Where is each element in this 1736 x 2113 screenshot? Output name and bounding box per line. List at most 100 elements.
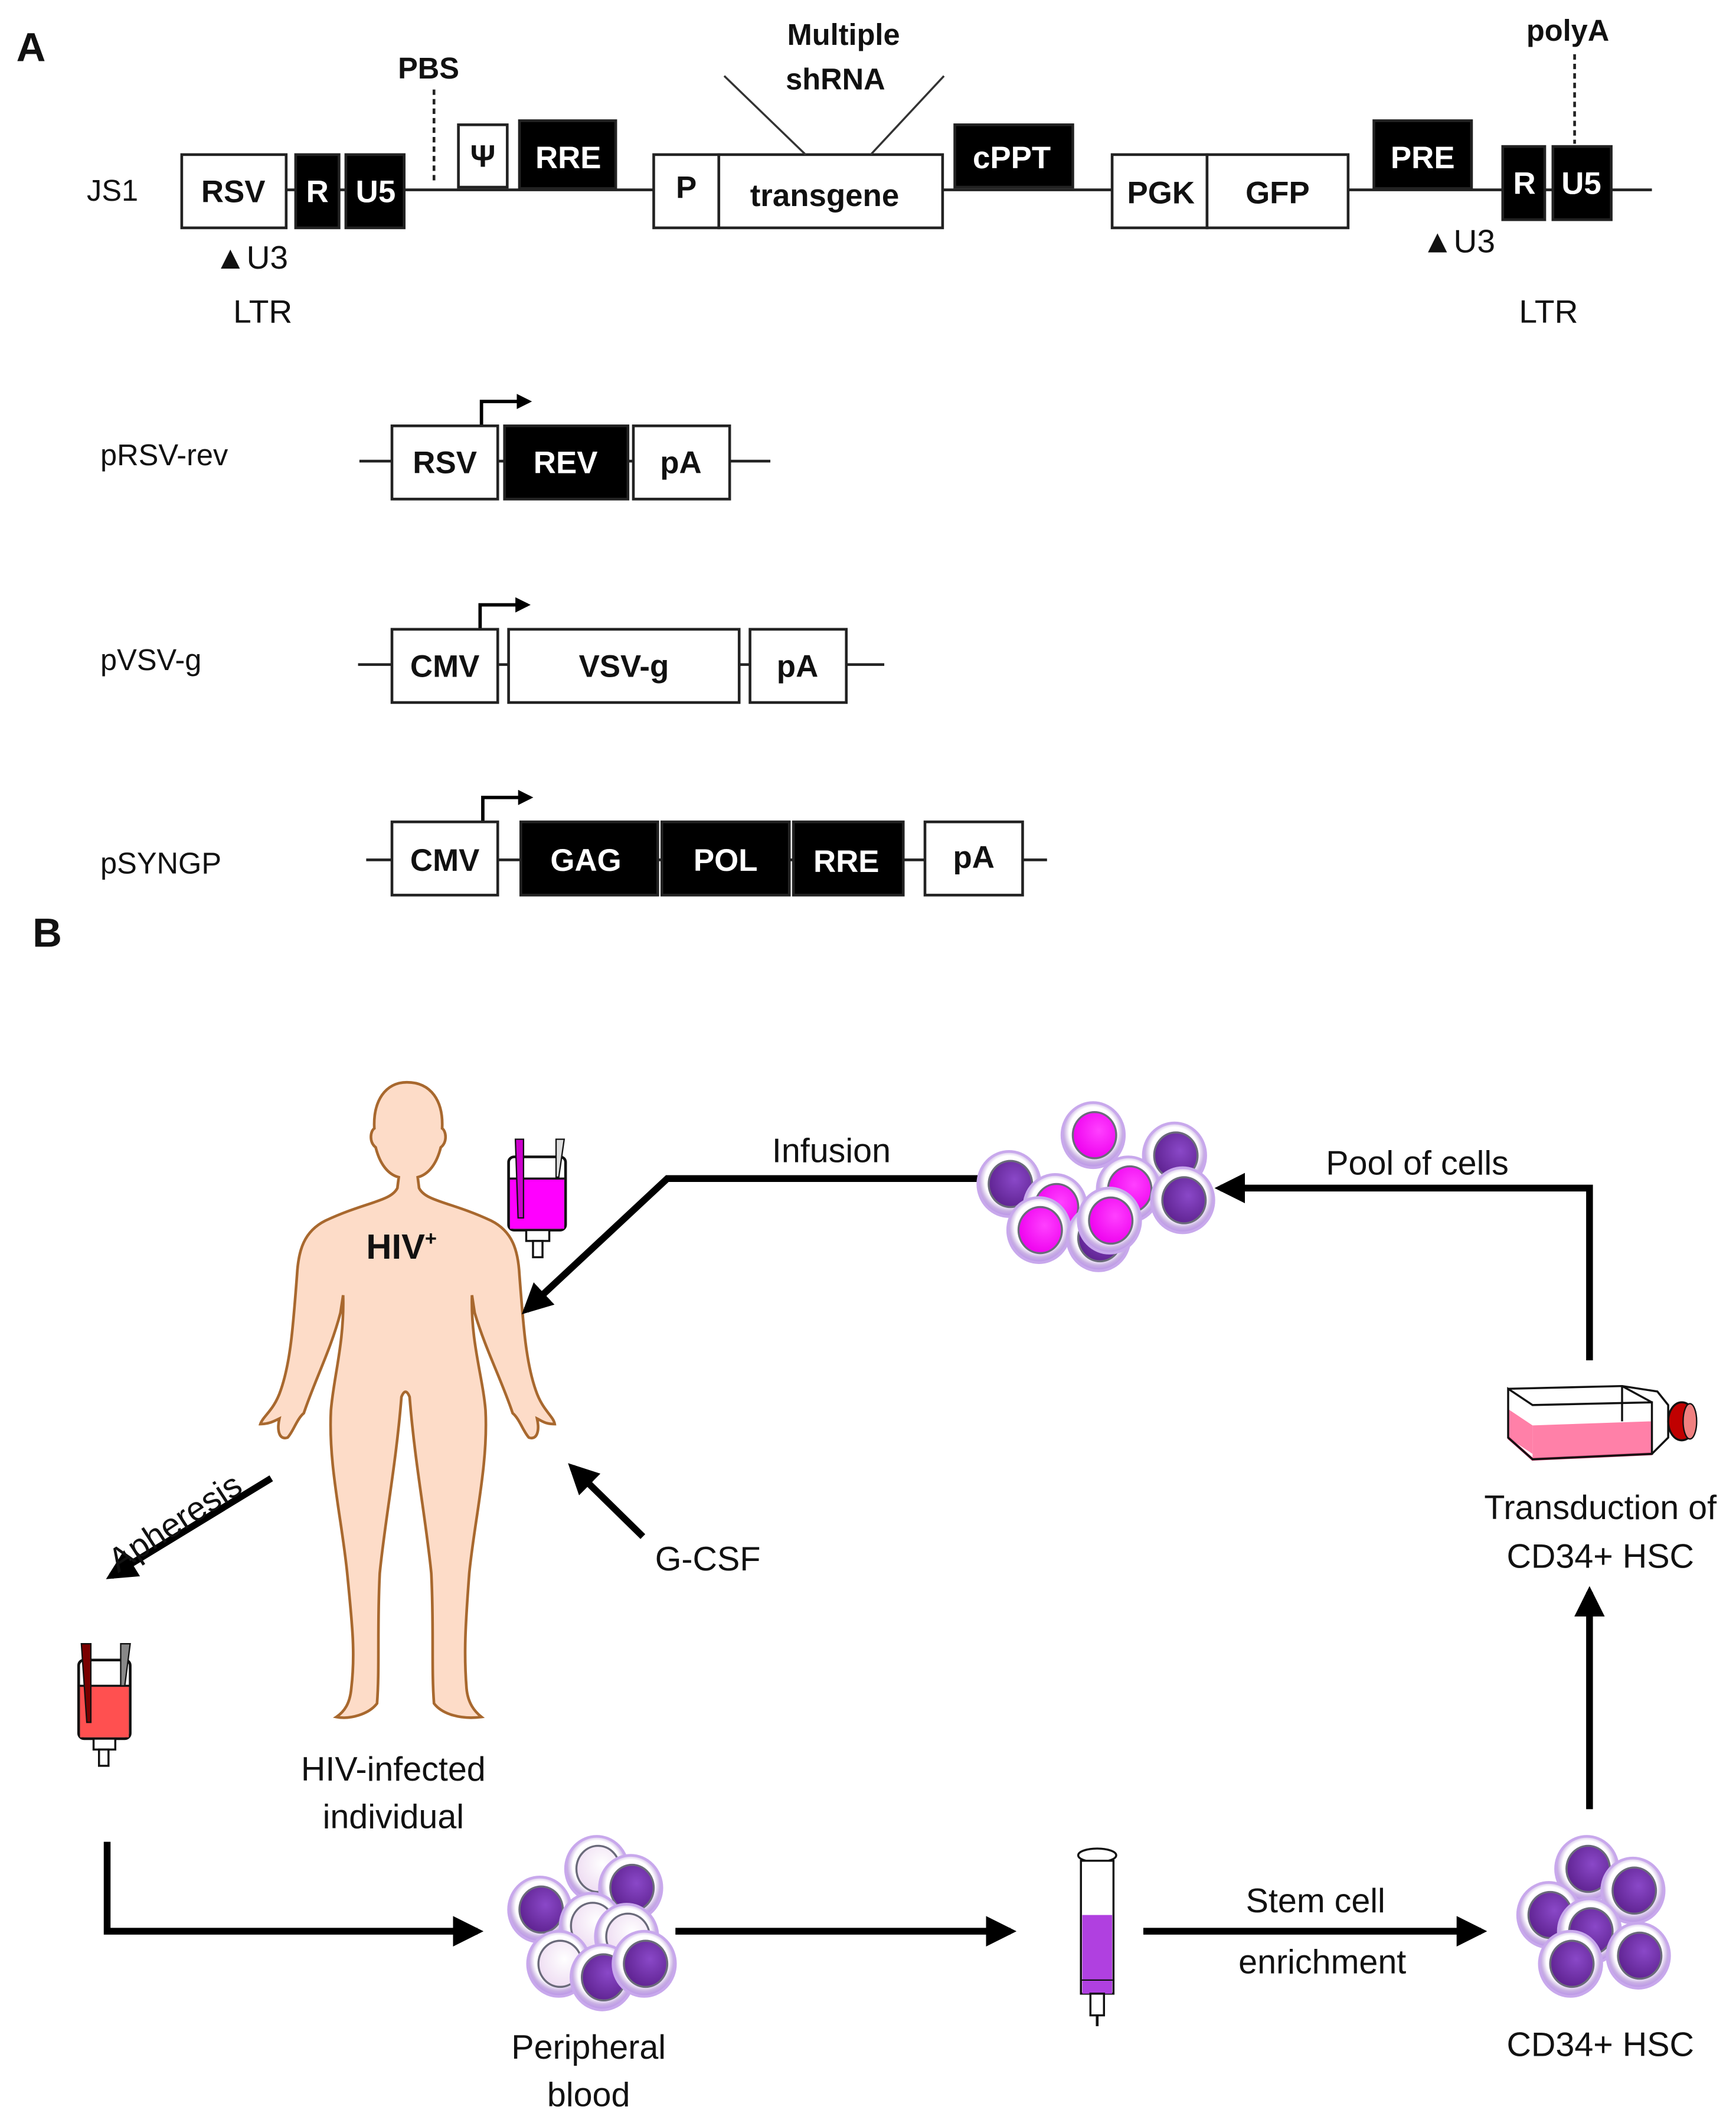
svg-text:RSV: RSV [413,446,477,481]
shrna-callout-right [869,75,945,156]
svg-text:PGK: PGK [1127,176,1195,211]
plasmid-element: pA [923,820,1024,897]
peripheral-blood-cell-cluster [507,1835,677,2011]
svg-text:pA: pA [953,840,995,875]
svg-text:R: R [1513,166,1535,201]
enrichment-label-line1: Stem cell [1246,1882,1385,1920]
js1-element-transgene: transgene [717,153,944,230]
plasmid-element: pA [748,628,848,704]
plasmid-element: CMV [390,820,499,897]
infusion-bag-icon [507,1138,567,1259]
magenta-cell-icon [1077,1187,1142,1255]
js1-element-p: P [652,153,721,230]
separation-column-icon [1077,1847,1117,2026]
blood-bag-icon [77,1643,132,1767]
purple-cell-icon [507,1875,573,1944]
gcsf-label: G-CSF [655,1540,761,1578]
plasmid-element: GAG [519,820,659,897]
svg-text:R: R [306,174,329,209]
ltr-right-label: LTR [1519,293,1578,330]
enrichment-label-line2: enrichment [1238,1943,1406,1981]
svg-text:RRE: RRE [535,141,601,175]
patient-caption-line1: HIV-infected [301,1751,486,1788]
svg-text:RSV: RSV [201,174,266,209]
transduced-cell-cluster [976,1101,1215,1272]
js1-element-u5-left: U5 [344,153,406,230]
js1-element-pre: PRE [1372,119,1473,190]
pool-of-cells-label: Pool of cells [1326,1144,1509,1182]
panel-a-label: A [17,24,46,70]
plasmid-label: pSYNGP [100,846,221,880]
magenta-cell-icon [1060,1101,1126,1170]
svg-text:CMV: CMV [410,649,479,684]
plasmid-label: pVSV-g [100,643,201,677]
js1-element-rsv: RSV [180,153,288,230]
purple-cell-icon [1600,1856,1666,1925]
human-figure-icon [258,1080,557,1719]
js1-element-u5-right: U5 [1551,145,1613,221]
gcsf-arrow [568,1463,646,1539]
plasmid-label: pRSV-rev [100,438,228,472]
apheresis-arrow [106,1475,273,1579]
svg-text:POL: POL [694,843,758,878]
js1-element-cppt: cPPT [953,123,1074,189]
polya-label: polyA [1526,14,1609,47]
svg-text:CMV: CMV [410,843,479,878]
svg-text:GAG: GAG [550,843,621,878]
svg-text:cPPT: cPPT [973,141,1051,175]
plasmid-element: VSV-g [507,628,741,704]
svg-text:RRE: RRE [813,844,880,879]
svg-text:GFP: GFP [1245,176,1310,211]
shrna-callout-left [723,75,807,156]
peripheral-label-line1: Peripheral [511,2029,666,2066]
infusion-label: Infusion [772,1132,891,1170]
js1-element-r-right: R [1501,145,1547,221]
transduction-label-line1: Transduction of [1484,1489,1717,1527]
svg-text:transgene: transgene [750,178,900,213]
plasmid-element: RRE [792,820,905,897]
js1-element-rre: RRE [518,119,617,190]
svg-text:U5: U5 [356,174,396,209]
plasmid-psyngp: pSYNGP CMV GAG POL RRE pA [100,789,1047,897]
ltr-left-label: LTR [233,293,292,330]
svg-text:Ψ: Ψ [470,139,496,174]
purple-cell-icon [612,1929,677,1998]
js1-element-psi: Ψ [457,123,509,189]
peripheral-label-line2: blood [547,2076,630,2113]
purple-cell-icon [1538,1929,1603,1998]
plasmid-prsv-rev: pRSV-rev RSV REV pA [100,394,771,501]
bag-to-peripheral-arrow [103,1841,484,1947]
js1-vector: JS1 RSV R U5 Ψ RRE P transgene cPPT PGK … [87,14,1652,330]
svg-text:P: P [676,170,697,205]
panel-b-label: B [32,910,62,955]
patient-caption-line2: individual [323,1798,464,1836]
svg-text:VSV-g: VSV-g [579,649,669,684]
pool-of-cells-arrow [1214,1173,1593,1361]
purple-cell-icon [1606,1922,1671,1990]
js1-element-gfp: GFP [1205,153,1350,230]
plasmid-element: CMV [390,628,499,704]
magenta-cell-icon [1006,1196,1072,1264]
hiv-positive-label: HIV+ [366,1227,437,1266]
svg-text:U5: U5 [1561,166,1601,201]
promoter-arrow-icon [478,597,531,629]
transduction-label-line2: CD34+ HSC [1506,1538,1694,1576]
plasmid-element: pA [632,424,731,501]
cd34-hsc-cell-cluster [1516,1835,1671,1998]
shrna-label-line2: shRNA [786,63,885,96]
promoter-arrow-icon [479,394,532,426]
plasmid-element: RSV [390,424,499,501]
apheresis-label: Apheresis [102,1466,249,1580]
shrna-label-line1: Multiple [787,18,900,51]
js1-element-pgk: PGK [1110,153,1209,230]
svg-text:PRE: PRE [1391,141,1455,175]
u3-right-label: ▲U3 [1421,223,1495,259]
svg-text:pA: pA [660,446,701,481]
purple-cell-icon [1150,1166,1215,1235]
plasmid-element: POL [660,820,791,897]
plasmid-pvsv-g: pVSV-g CMV VSV-g pA [100,597,885,704]
js1-element-r-left: R [294,153,341,230]
hsc-label: CD34+ HSC [1506,2026,1694,2064]
svg-text:pA: pA [777,649,818,684]
